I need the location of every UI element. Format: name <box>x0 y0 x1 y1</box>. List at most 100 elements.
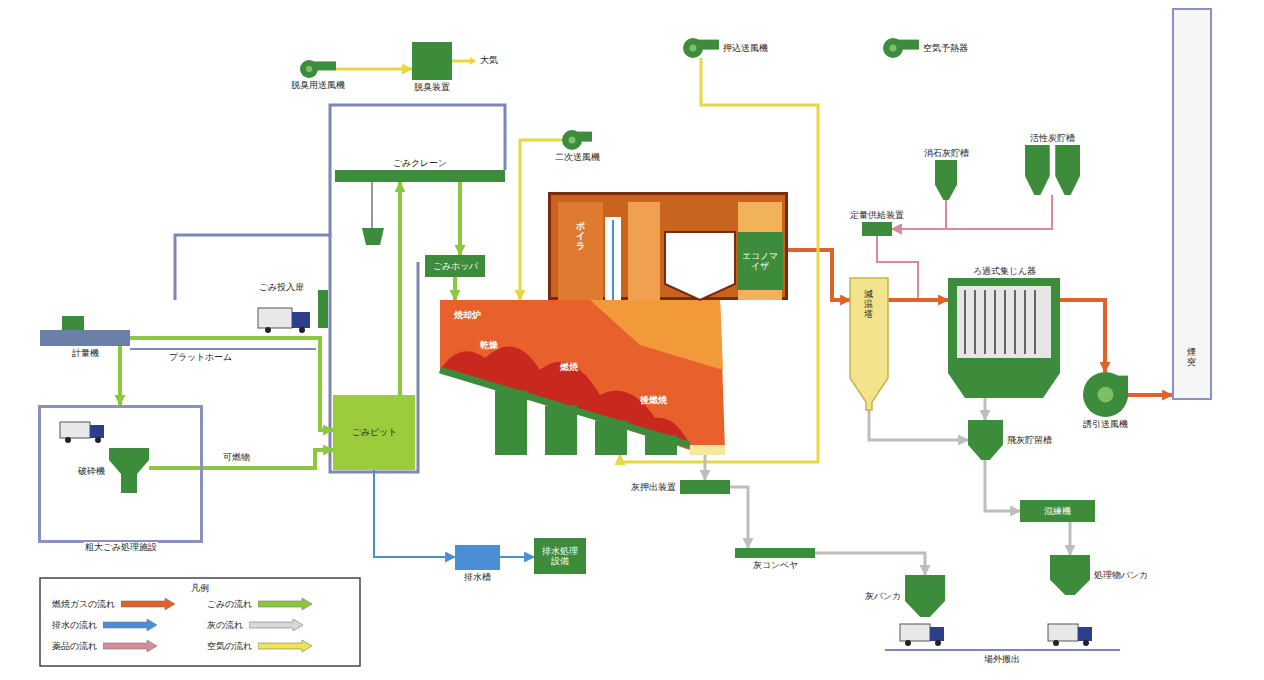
flow-connector <box>398 182 402 395</box>
cooling-tower: 減温塔 <box>850 278 888 410</box>
fly-ash-silo-part <box>968 420 1003 460</box>
legend-swatch <box>103 640 157 652</box>
refuse-hopper: ごみホッパ <box>425 255 485 277</box>
exhaust-arrowhead <box>470 57 476 65</box>
legend-swatch-box <box>103 640 159 652</box>
node-label: 焼却炉 <box>454 310 481 320</box>
fly-ash-silo-shape <box>968 420 1003 460</box>
node-label: エコノマイザ <box>741 251 779 272</box>
bag-filter-shape <box>948 278 1060 398</box>
carbon-silo: 活性炭貯槽 <box>1025 145 1080 195</box>
flow-connector <box>1060 300 1105 372</box>
door-label: ごみ投入扉 <box>258 282 305 292</box>
exhaust-line <box>452 60 470 63</box>
node-label: 灰コンベヤ <box>752 560 799 570</box>
legend-title: 凡例 <box>190 583 210 593</box>
node-label: 押込送風機 <box>722 43 769 53</box>
legend-swatch-box <box>103 619 159 631</box>
node-label: 燃焼 <box>560 362 578 372</box>
product-bunker: 処理物バンカ <box>1050 555 1090 595</box>
boiler-part <box>612 220 614 300</box>
boiler-part <box>558 202 603 300</box>
boiler-part <box>738 202 782 300</box>
facility-frame: 粗大ごみ処理施設破砕機 <box>38 405 203 543</box>
node-label: 煙突 <box>1187 348 1196 368</box>
node-label: 誘引送風機 <box>1082 419 1129 429</box>
node-label: 排水槽 <box>463 572 492 582</box>
truck-cab <box>1078 627 1092 641</box>
flow-connector <box>453 277 457 300</box>
node-label: ボイラ <box>576 222 585 252</box>
node-label: 灰押出装置 <box>630 482 677 492</box>
cooling-tower-part <box>850 278 888 410</box>
legend-swatch-box <box>249 619 305 631</box>
secondary-air-fan: 二次送風機 <box>562 130 592 150</box>
ash-bunker-part <box>905 575 945 617</box>
legend-text: ごみの流れ <box>207 599 252 609</box>
node-label: 破砕機 <box>77 465 106 475</box>
truck-body <box>258 308 292 328</box>
crusher-part <box>109 448 149 493</box>
flow-connector <box>730 487 748 548</box>
node-label: 灰バンカ <box>864 591 902 601</box>
flow-connector <box>704 455 707 480</box>
lime-silo-shape <box>935 160 957 200</box>
refuse-pit: ごみピット <box>333 395 415 470</box>
truck-wheel <box>65 437 71 443</box>
incinerator-part <box>595 421 627 456</box>
wastewater-tank: 排水槽 <box>455 545 500 570</box>
ash-extruder: 灰押出装置 <box>680 480 730 494</box>
node-label: 処理物バンカ <box>1093 570 1149 580</box>
incinerator: 焼却炉乾燥燃焼後燃焼 <box>440 300 725 455</box>
forced-draft-fan-part <box>683 38 703 58</box>
node-label: 脱臭用送風機 <box>290 80 346 90</box>
boiler-part <box>605 217 621 300</box>
node-label: 飛灰貯留槽 <box>1006 435 1053 445</box>
truck-wheel <box>1053 640 1059 646</box>
flow-connector <box>815 553 925 575</box>
truck-wheel <box>935 640 941 646</box>
economizer: エコノマイザ <box>737 232 783 290</box>
boiler: ボイラエコノマイザ <box>548 192 788 300</box>
bag-filter-part <box>1034 290 1036 354</box>
scale-platform: 計量機 <box>40 330 130 346</box>
truck-wheel <box>905 640 911 646</box>
carbon-silo-shape <box>1025 145 1080 195</box>
chemical-feeder: 定量供給装置 <box>862 222 892 236</box>
bag-filter-part <box>974 290 976 354</box>
air-preheater-fan: 空気予熱器 <box>883 38 919 58</box>
truck-wheel <box>95 437 101 443</box>
charging-door <box>318 290 328 328</box>
incinerator-part <box>590 300 723 370</box>
kneader: 混練機 <box>1020 500 1095 522</box>
legend-row: 排水の流れ <box>52 619 159 631</box>
bag-filter-part <box>1024 290 1026 354</box>
forced-draft-fan: 押込送風機 <box>683 38 719 58</box>
crusher-shape <box>109 448 149 493</box>
bag-filter-part <box>1004 290 1006 354</box>
induced-draft-fan-part <box>1098 387 1114 403</box>
legend-text: 燃焼ガスの流れ <box>52 599 115 609</box>
legend-frame <box>40 578 360 666</box>
ash-bunker-shape <box>905 575 945 617</box>
deodorizing-fan-shape <box>300 60 336 78</box>
node-label: ごみホッパ <box>433 261 478 271</box>
node-label: 消石灰貯槽 <box>923 148 970 158</box>
node-label: 混練機 <box>1044 506 1071 516</box>
crusher: 破砕機 <box>109 448 149 493</box>
incinerator-shape <box>440 300 725 455</box>
flow-connector <box>500 556 534 558</box>
platform-floor <box>130 348 316 350</box>
flow-connector <box>118 346 122 405</box>
air-preheater-fan-shape <box>883 38 919 58</box>
legend-swatch-box <box>258 598 314 610</box>
incinerator-part <box>690 445 725 455</box>
flow-connector <box>1128 393 1172 397</box>
node-label: 排水処理設備 <box>538 546 582 567</box>
truck-body <box>900 624 930 641</box>
legend-swatch <box>249 619 303 631</box>
lime-silo-part <box>935 160 957 200</box>
deodorizing-fan: 脱臭用送風機 <box>300 60 336 78</box>
deodorizing-fan-part <box>306 66 312 72</box>
node-label: ごみピット <box>352 427 397 437</box>
